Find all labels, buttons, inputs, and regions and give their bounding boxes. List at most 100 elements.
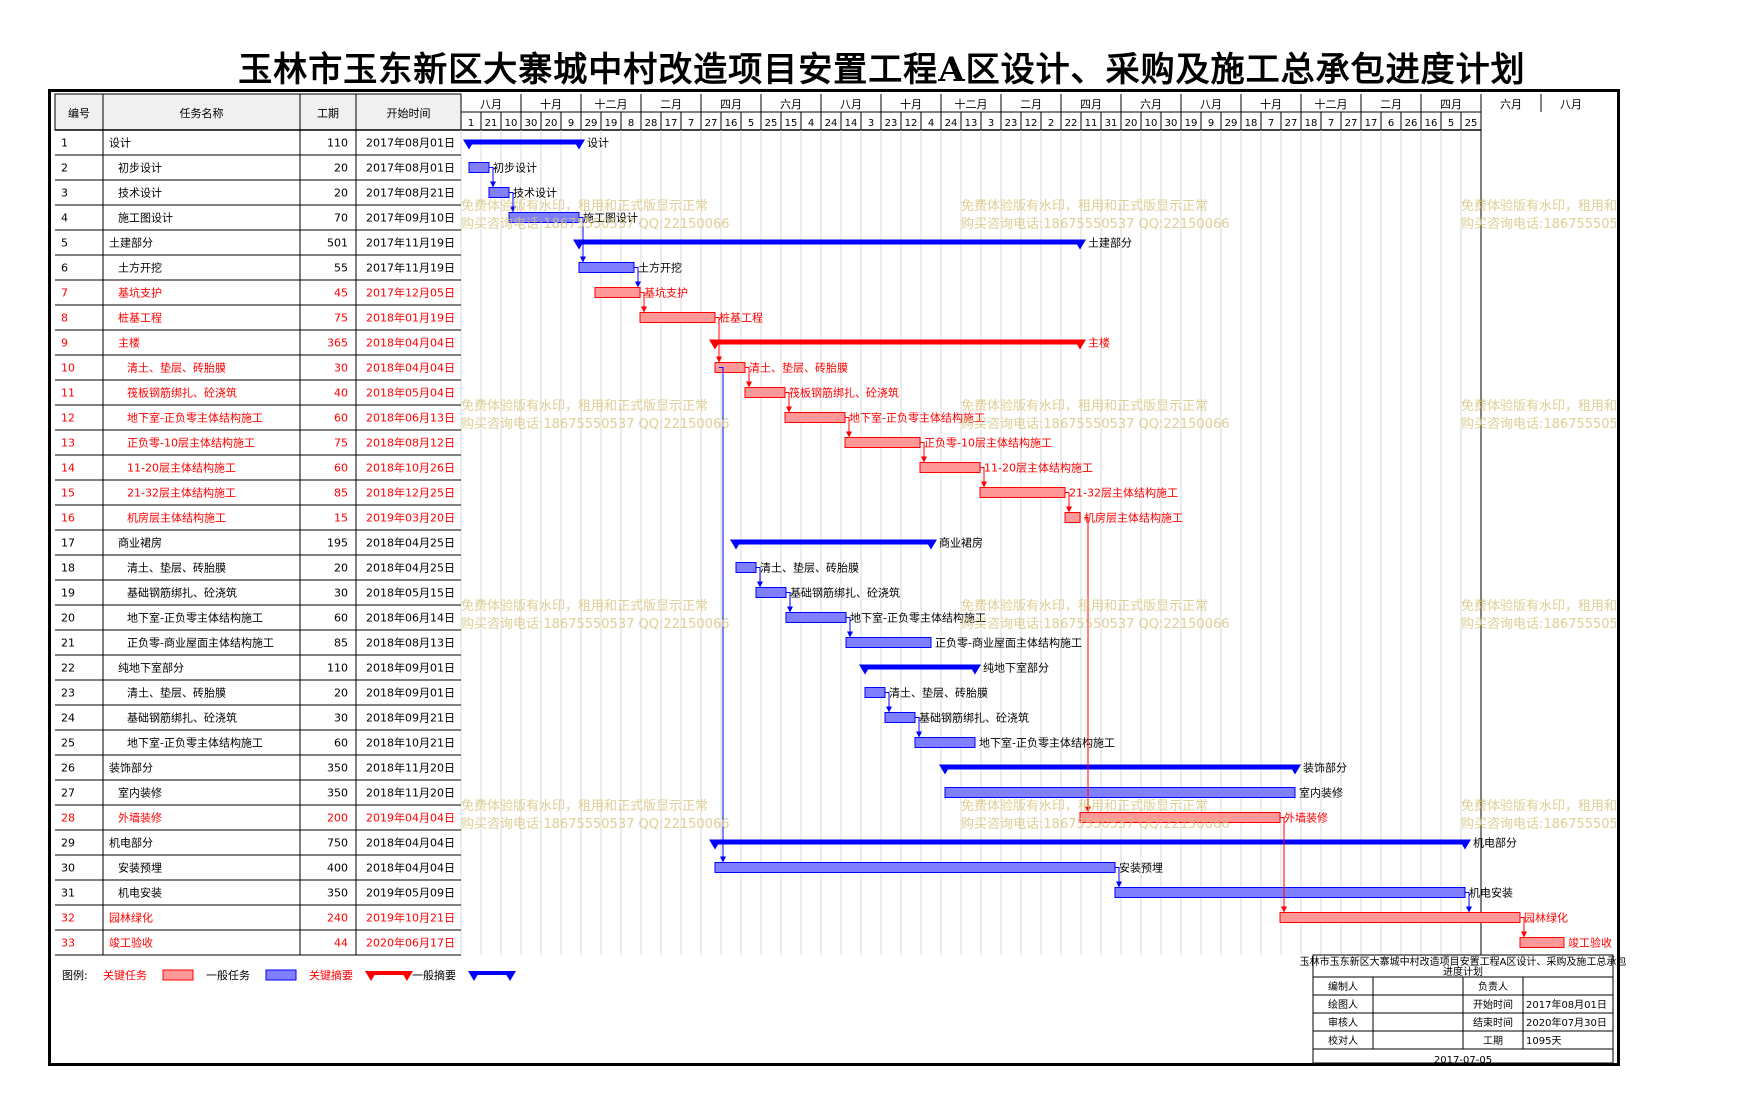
task-bar [735,562,757,573]
task-start: 2018年05月04日 [366,386,455,400]
link-arrow [1116,881,1122,888]
task-duration: 60 [334,737,348,750]
gantt-bar-31: 机电安装 [1114,886,1513,900]
dependency-link [745,367,752,388]
dependency-link [1115,867,1122,888]
bar-label: 基础钢筋绑扎、砼浇筑 [919,711,1029,725]
task-duration: 750 [327,837,348,850]
bar-label: 机房层主体结构施工 [1084,511,1183,525]
info-box-cell: 校对人 [1328,1034,1358,1047]
timeline-day-label: 20 [545,118,558,129]
timeline-day-label: 30 [525,118,538,129]
timeline-day-label: 25 [1465,118,1478,129]
link-arrow [846,431,852,438]
timeline-month-label: 六月 [1500,98,1522,111]
timeline-month-label: 十二月 [1315,97,1348,111]
summary-bar [736,539,931,545]
legend-swatch [369,971,409,975]
gantt-bar-24: 基础钢筋绑扎、砼浇筑 [884,711,1029,725]
bar-label: 21-32层主体结构施工 [1069,486,1178,500]
task-id: 16 [61,512,75,525]
dependency-link [1465,892,1472,913]
task-name: 外墙装修 [118,811,162,825]
timeline-day-label: 3 [988,118,994,129]
task-duration: 30 [334,587,348,600]
gantt-bar-11: 筏板钢筋绑扎、砼浇筑 [744,386,899,400]
timeline-day-label: 6 [1388,118,1394,129]
link-arrow [1066,506,1072,513]
link-arrow [757,581,763,588]
bar-label: 机电安装 [1469,886,1513,900]
timeline-day-label: 1 [468,118,474,129]
task-name: 土建部分 [109,236,153,250]
task-id: 9 [61,337,68,350]
gantt-bar-15: 21-32层主体结构施工 [979,486,1178,500]
task-start: 2017年08月01日 [366,161,455,175]
gantt-bar-33: 竣工验收 [1519,936,1612,950]
task-id: 5 [61,237,68,250]
gantt-bar-2: 初步设计 [468,161,537,175]
task-duration: 45 [334,287,348,300]
task-name: 清土、垫层、砖胎膜 [127,686,226,700]
legend-swatch-cap [504,971,516,981]
task-name: 基础钢筋绑扎、砼浇筑 [127,711,237,725]
timeline-day-label: 27 [705,118,718,129]
watermark-line1: 免费体验版有水印，租用和正式版显示正常 [461,399,709,414]
timeline-day-label: 12 [1025,118,1038,129]
task-name: 园林绿化 [109,911,153,925]
task-name: 11-20层主体结构施工 [127,461,236,475]
task-id: 8 [61,312,68,325]
task-name: 主楼 [118,336,140,350]
summary-bar [865,664,975,670]
task-name: 正负零-商业屋面主体结构施工 [127,636,274,650]
timeline-day-label: 31 [1105,118,1118,129]
bar-label: 地下室-正负零主体结构施工 [850,611,986,625]
task-duration: 350 [327,787,348,800]
link-line [715,317,720,362]
gantt-bar-25: 地下室-正负零主体结构施工 [914,736,1115,750]
bar-label: 正负零-商业屋面主体结构施工 [935,636,1082,650]
timeline-day-label: 25 [765,118,778,129]
column-header-id: 编号 [68,106,90,120]
task-duration: 365 [327,337,348,350]
task-id: 4 [61,212,68,225]
gantt-bar-14: 11-20层主体结构施工 [919,461,1093,475]
task-id: 13 [61,437,75,450]
link-arrow [635,281,641,288]
task-start: 2018年04月04日 [366,361,455,375]
summary-start-cap [463,139,475,150]
task-name: 室内装修 [118,786,162,800]
task-id: 30 [61,862,75,875]
timeline-month-label: 二月 [1020,98,1042,111]
task-id: 29 [61,837,75,850]
task-name: 清土、垫层、砖胎膜 [127,361,226,375]
task-id: 11 [61,387,75,400]
timeline-day-label: 30 [1165,118,1178,129]
task-name: 地下室-正负零主体结构施工 [127,611,263,625]
task-start: 2019年04月04日 [366,811,455,825]
gantt-bar-21: 正负零-商业屋面主体结构施工 [845,636,1082,650]
task-bar [944,787,1296,798]
watermark-line1: 免费体验版有水印，租用和正式版显示正常 [1461,199,1616,214]
task-bar [744,387,786,398]
bar-label: 园林绿化 [1524,911,1568,925]
task-start: 2018年09月01日 [366,686,455,700]
link-arrow [981,481,987,488]
gantt-bar-16: 机房层主体结构施工 [1064,511,1183,525]
bar-label: 外墙装修 [1284,811,1328,825]
bar-label: 正负零-10层主体结构施工 [924,436,1052,450]
summary-end-cap [1074,239,1086,250]
bar-label: 施工图设计 [583,212,638,225]
info-box-cell: 绘图人 [1328,998,1358,1011]
task-name: 机房层主体结构施工 [127,511,226,525]
task-duration: 85 [334,637,348,650]
task-start: 2018年08月13日 [366,636,455,650]
watermark-line1: 免费体验版有水印，租用和正式版显示正常 [461,799,709,814]
task-bar [844,437,921,448]
summary-end-cap [1459,839,1471,850]
task-name: 装饰部分 [109,761,153,775]
dependency-link [785,392,792,413]
column-header-duration: 工期 [317,107,339,120]
watermark-text: 免费体验版有水印，租用和正式版显示正常购买咨询电话:18675550537 QQ… [961,198,1230,234]
summary-end-cap [573,139,585,150]
